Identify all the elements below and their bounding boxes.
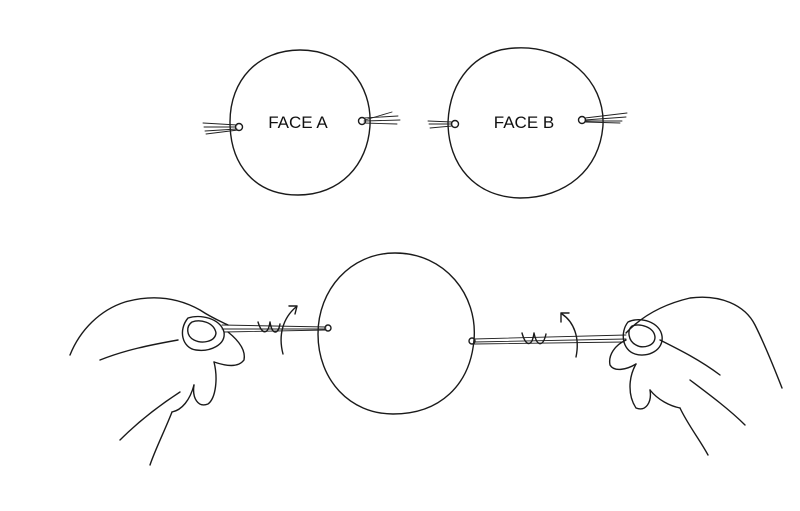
- face-b-disc: FACE B: [427, 47, 628, 199]
- face-a-left-string: [202, 122, 239, 135]
- face-b-left-string: [427, 120, 453, 129]
- left-hand: [69, 297, 245, 466]
- right-knot: [521, 332, 547, 345]
- left-knot: [257, 321, 281, 333]
- right-hand: [608, 296, 783, 456]
- face-b-right-string: [584, 112, 628, 124]
- face-b-label: FACE B: [494, 113, 554, 132]
- spinning-disc: [317, 252, 476, 415]
- left-twisted-string: [221, 321, 327, 333]
- face-a-label: FACE A: [268, 113, 328, 132]
- face-a-disc: FACE A: [202, 49, 401, 196]
- right-twisted-string: [473, 332, 627, 345]
- left-rotation-arrow-icon: [280, 305, 298, 355]
- right-rotation-arrow-icon: [560, 312, 578, 358]
- face-a-right-string: [363, 111, 401, 125]
